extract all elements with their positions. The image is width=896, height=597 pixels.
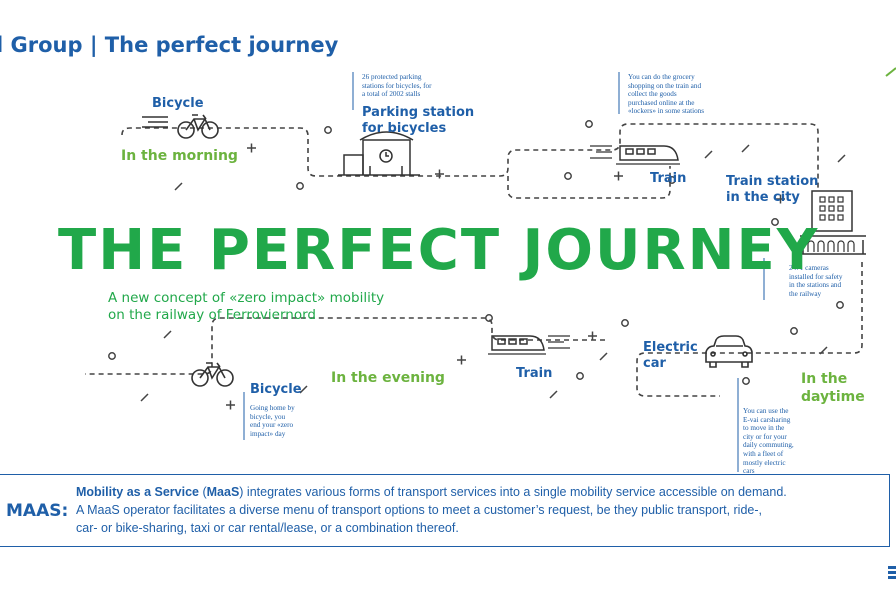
car-note-line: cars [743,467,755,476]
station-label-line: Train station [726,174,819,189]
bicycle-note: Going home by bicycle, you end your «zer… [250,404,295,438]
parking-note-line: a total of 2002 stalls [362,90,421,99]
maas-abbr: MaaS [206,485,240,499]
car-note: You can use the E-vai carsharing to move… [743,407,794,476]
bicycle-icon [142,114,219,139]
evening-train-label: Train [516,366,553,381]
train-note-line: collect the goods [628,90,677,99]
maas-label: MAAS: [6,501,69,521]
station-note-line: the railway [789,289,822,298]
parking-station-icon [338,131,420,176]
station-label-line: in the city [726,190,800,205]
car-note-line: mostly electric [743,458,786,467]
slide-title: l Group | The perfect journey [0,33,339,57]
subtitle: A new concept of «zero impact» mobility … [108,290,468,324]
car-note-line: city or for your [743,432,787,441]
evening-bicycle-label: Bicycle [250,382,302,397]
car-label-line: Electric [643,340,698,355]
maas-description: Mobility as a Service (MaaS) integrates … [76,483,882,537]
corner-mark [885,67,896,77]
morning-time-label: In the morning [121,148,238,164]
morning-bicycle-label: Bicycle [152,96,204,111]
car-note-line: with a fleet of [743,449,784,458]
maas-line-3: car- or bike-sharing, taxi or car rental… [76,521,459,535]
parking-station-title: Parking station for bicycles [362,105,474,137]
maas-paren: ( [198,485,207,499]
journey-path [85,123,863,397]
bicycle-note-line: Going home by [250,404,295,412]
train-note-line: shopping on the train and [628,81,702,90]
parking-note-line: 26 protected parking [362,73,422,81]
electric-car-label: Electric car [643,340,698,372]
car-icon [705,335,753,368]
parking-note-line: stations for bicycles, for [362,81,432,90]
train-note: You can do the grocery shopping on the t… [628,73,704,116]
evening-time-label: In the evening [331,370,445,386]
train-station-label: Train station in the city [726,174,818,206]
bicycle-icon [191,362,234,387]
note-connectors [243,72,765,472]
car-note-line: You can use the [743,407,789,415]
train-note-line: You can do the grocery [628,73,695,81]
car-note-line: E-vai carsharing [743,415,791,424]
morning-train-label: Train [650,171,687,186]
parking-title-line: Parking station [362,105,475,120]
train-station-icon [800,190,866,255]
subtitle-line: on the railway of Ferroviernord [108,307,316,323]
car-label-line: car [643,356,666,371]
train-icon [488,335,570,355]
bicycle-note-line: bicycle, you [250,412,286,421]
station-note-line: 2471 cameras [789,264,829,272]
train-note-line: «lockers» in some stations [628,107,705,116]
subtitle-line: A new concept of «zero impact» mobility [108,290,385,306]
car-note-line: to move in the [743,424,785,433]
maas-line1-rest: ) integrates various forms of transport … [239,485,787,499]
parking-note: 26 protected parking stations for bicycl… [362,73,431,99]
station-note: 2471 cameras installed for safety in the… [789,264,843,298]
main-title: THE PERFECT JOURNEY [58,218,820,283]
maas-line-2: A MaaS operator facilitates a diverse me… [76,503,762,517]
station-note-line: installed for safety [789,272,843,281]
daytime-label: In the daytime [801,370,865,406]
maas-term: Mobility as a Service [76,485,199,499]
decorative-marks [108,120,846,410]
bicycle-note-line: end your «zero [250,421,294,430]
daytime-label-line: daytime [801,389,865,405]
train-icon [590,145,680,165]
maas-box [0,474,890,547]
parking-title-line: for bicycles [362,121,447,136]
corner-logo [888,566,896,579]
car-note-line: daily commuting, [743,441,794,450]
train-note-line: purchased online at the [628,98,695,107]
daytime-label-line: In the [801,371,848,387]
bicycle-note-line: impact» day [250,429,286,438]
station-note-line: in the stations and [789,281,842,290]
maas-line-1: Mobility as a Service (MaaS) integrates … [76,483,882,501]
